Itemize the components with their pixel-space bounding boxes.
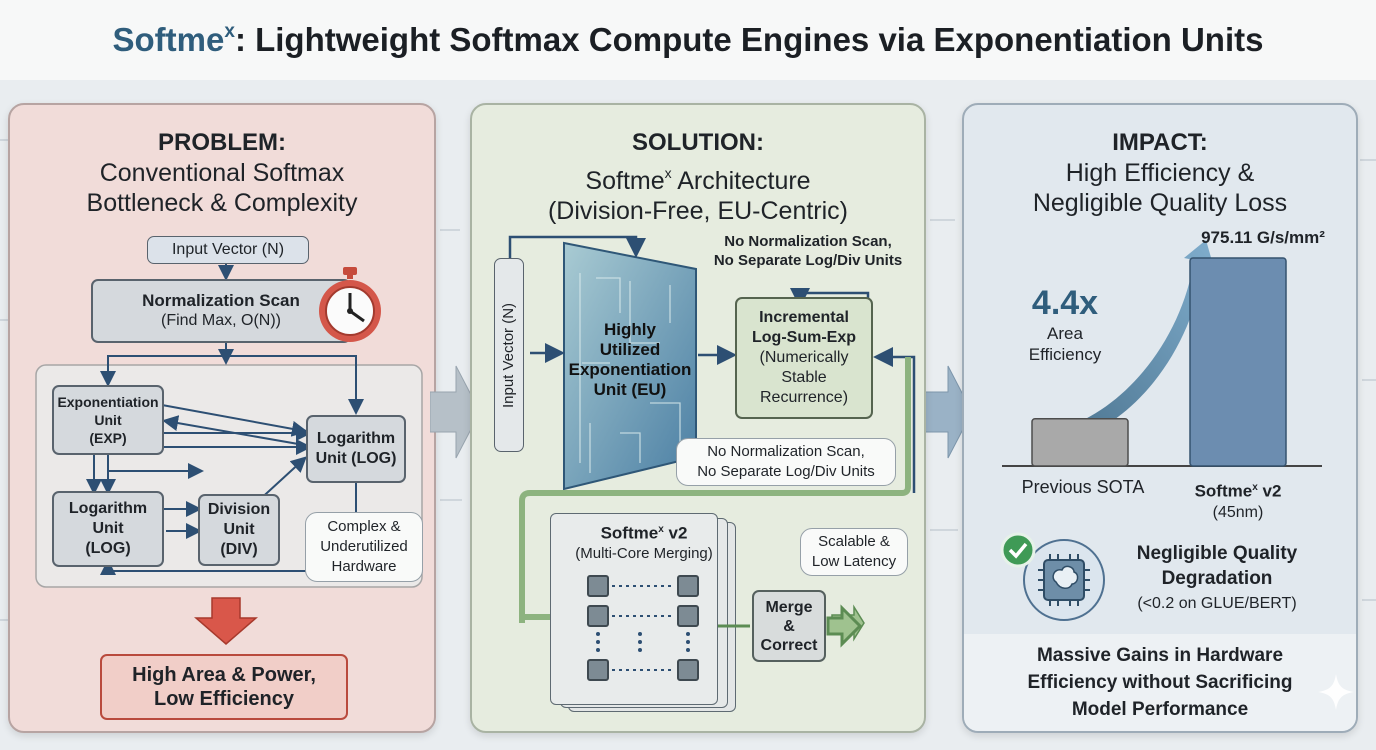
solution-input-vector-box: Input Vector (N) xyxy=(494,258,524,452)
v2-title: Softmex v2 (Multi-Core Merging) xyxy=(575,523,713,562)
input-vector-label: Input Vector (N) xyxy=(171,241,285,258)
merge-correct-box: Merge & Correct xyxy=(752,590,826,662)
bar-softmex-v2 xyxy=(1189,257,1287,467)
page-title: Softmex: Lightweight Softmax Compute Eng… xyxy=(0,0,1376,80)
note-top: No Normalization Scan, No Separate Log/D… xyxy=(713,233,903,269)
exp-unit-line2: Unit xyxy=(94,412,122,428)
gain-label-line1: Area xyxy=(1047,324,1083,343)
summary-line3: Model Performance xyxy=(1071,699,1249,720)
input-vector-box: Input Vector (N) xyxy=(147,236,309,264)
solution-heading-line2: Softmex Architecture xyxy=(585,165,811,195)
log-unit-left-line1: Logarithm xyxy=(68,500,148,517)
gain-value: 4.4x xyxy=(1031,284,1099,322)
summary-line2: Efficiency without Sacrificing xyxy=(1027,672,1293,693)
complex-callout-line1: Complex & xyxy=(327,518,401,535)
exp-unit-line1: Exponentiation xyxy=(57,394,159,410)
impact-heading: IMPACT: High Efficiency & Negligible Qua… xyxy=(962,128,1358,218)
transition-arrow-1 xyxy=(430,365,481,459)
problem-heading: PROBLEM: Conventional Softmax Bottleneck… xyxy=(8,128,436,218)
solution-heading-line3: (Division-Free, EU-Centric) xyxy=(547,197,849,225)
lse-title-line1: Incremental xyxy=(759,309,849,326)
impact-heading-line2: High Efficiency & xyxy=(1065,159,1255,187)
bar-prev-label: Previous SOTA xyxy=(1021,477,1145,497)
impact-heading-label: IMPACT: xyxy=(1112,129,1208,156)
merge-line3: Correct xyxy=(760,636,818,654)
down-arrow-icon xyxy=(194,597,258,645)
div-unit-line2: Unit xyxy=(223,521,255,538)
div-unit-line1: Division xyxy=(207,501,271,518)
gain-annotation: 4.4x Area Efficiency xyxy=(1010,284,1120,365)
chip-brain-icon xyxy=(1000,532,1105,621)
title-rest: : Lightweight Softmax Compute Engines vi… xyxy=(234,21,1264,58)
log-unit-left-line2: Unit xyxy=(92,520,124,537)
scalable-line1: Scalable & xyxy=(818,533,890,550)
eu-label: Highly Utilized Exponentiation Unit (EU) xyxy=(568,320,692,399)
normalization-scan-box: Normalization Scan (Find Max, O(N)) xyxy=(91,279,351,343)
chart-value-label: 975.11 G/s/mm² xyxy=(1201,228,1325,247)
norm-scan-sub: (Find Max, O(N)) xyxy=(161,312,281,329)
check-icon xyxy=(1000,532,1036,568)
complex-hardware-callout: Complex & Underutilized Hardware xyxy=(305,512,423,582)
sparkle-icon xyxy=(1318,674,1354,710)
log-unit-right-line1: Logarithm xyxy=(316,430,396,447)
solution-flow xyxy=(508,235,916,642)
lse-title-line2: Log-Sum-Exp xyxy=(752,329,856,346)
outcome-box: High Area & Power, Low Efficiency xyxy=(100,654,348,720)
note-bottom-line1: No Normalization Scan, xyxy=(707,443,865,460)
core-grid xyxy=(587,575,699,681)
title-brand: Softmex xyxy=(112,21,235,58)
solution-input-vector-label: Input Vector (N) xyxy=(500,302,518,408)
impact-heading-line3: Negligible Quality Loss xyxy=(1032,189,1288,217)
solution-heading: SOLUTION: Softmex Architecture (Division… xyxy=(470,128,926,226)
quality-sub: (<0.2 on GLUE/BERT) xyxy=(1137,595,1297,612)
merge-line1: Merge xyxy=(765,598,813,616)
complex-callout-line2: Underutilized xyxy=(320,538,408,555)
outcome-line1: High Area & Power, xyxy=(132,664,316,686)
lse-sub-line2: Stable xyxy=(781,369,827,386)
problem-heading-label: PROBLEM: xyxy=(158,129,286,156)
log-unit-left-line3: (LOG) xyxy=(85,540,131,557)
exp-unit-box: Exponentiation Unit (EXP) xyxy=(52,385,164,455)
complex-callout-line3: Hardware xyxy=(331,558,397,575)
bar-previous-sota xyxy=(1031,417,1129,467)
summary-box: Massive Gains in Hardware Efficiency wit… xyxy=(964,634,1356,731)
log-unit-right-box: Logarithm Unit (LOG) xyxy=(306,415,406,483)
log-sum-exp-box: Incremental Log-Sum-Exp (Numerically Sta… xyxy=(735,297,873,419)
transition-arrow-2 xyxy=(922,365,973,459)
note-bottom-callout: No Normalization Scan, No Separate Log/D… xyxy=(676,438,896,486)
log-unit-right-line2: Unit (LOG) xyxy=(315,450,397,467)
lse-sub-line1: (Numerically xyxy=(759,349,849,366)
norm-scan-title: Normalization Scan xyxy=(142,291,300,310)
area-efficiency-chart xyxy=(1002,240,1322,467)
lse-sub-line3: Recurrence) xyxy=(759,389,849,406)
merge-line2: & xyxy=(783,617,795,635)
outcome-line2: Low Efficiency xyxy=(153,688,295,710)
bar-new-label: Softmex v2 (45nm) xyxy=(1194,481,1282,521)
problem-heading-line3: Bottleneck & Complexity xyxy=(86,189,358,217)
log-unit-left-box: Logarithm Unit (LOG) xyxy=(52,491,164,567)
solution-heading-label: SOLUTION: xyxy=(632,129,764,156)
stopwatch-icon xyxy=(319,267,381,342)
quality-title-line2: Degradation xyxy=(1161,568,1273,589)
scalable-line2: Low Latency xyxy=(811,553,897,570)
summary-line1: Massive Gains in Hardware xyxy=(1036,645,1284,666)
quality-text: Negligible Quality Degradation (<0.2 on … xyxy=(1116,541,1318,616)
impact-panel xyxy=(962,103,1358,733)
quality-title-line1: Negligible Quality xyxy=(1136,543,1298,564)
div-unit-line3: (DIV) xyxy=(220,541,258,558)
scalable-callout: Scalable & Low Latency xyxy=(800,528,908,576)
exp-unit-line3: (EXP) xyxy=(89,430,127,446)
note-bottom-line2: No Separate Log/Div Units xyxy=(697,463,875,480)
problem-heading-line2: Conventional Softmax xyxy=(99,159,345,187)
gain-label-line2: Efficiency xyxy=(1028,345,1102,364)
merge-arrows xyxy=(718,604,863,648)
div-unit-box: Division Unit (DIV) xyxy=(198,494,280,566)
